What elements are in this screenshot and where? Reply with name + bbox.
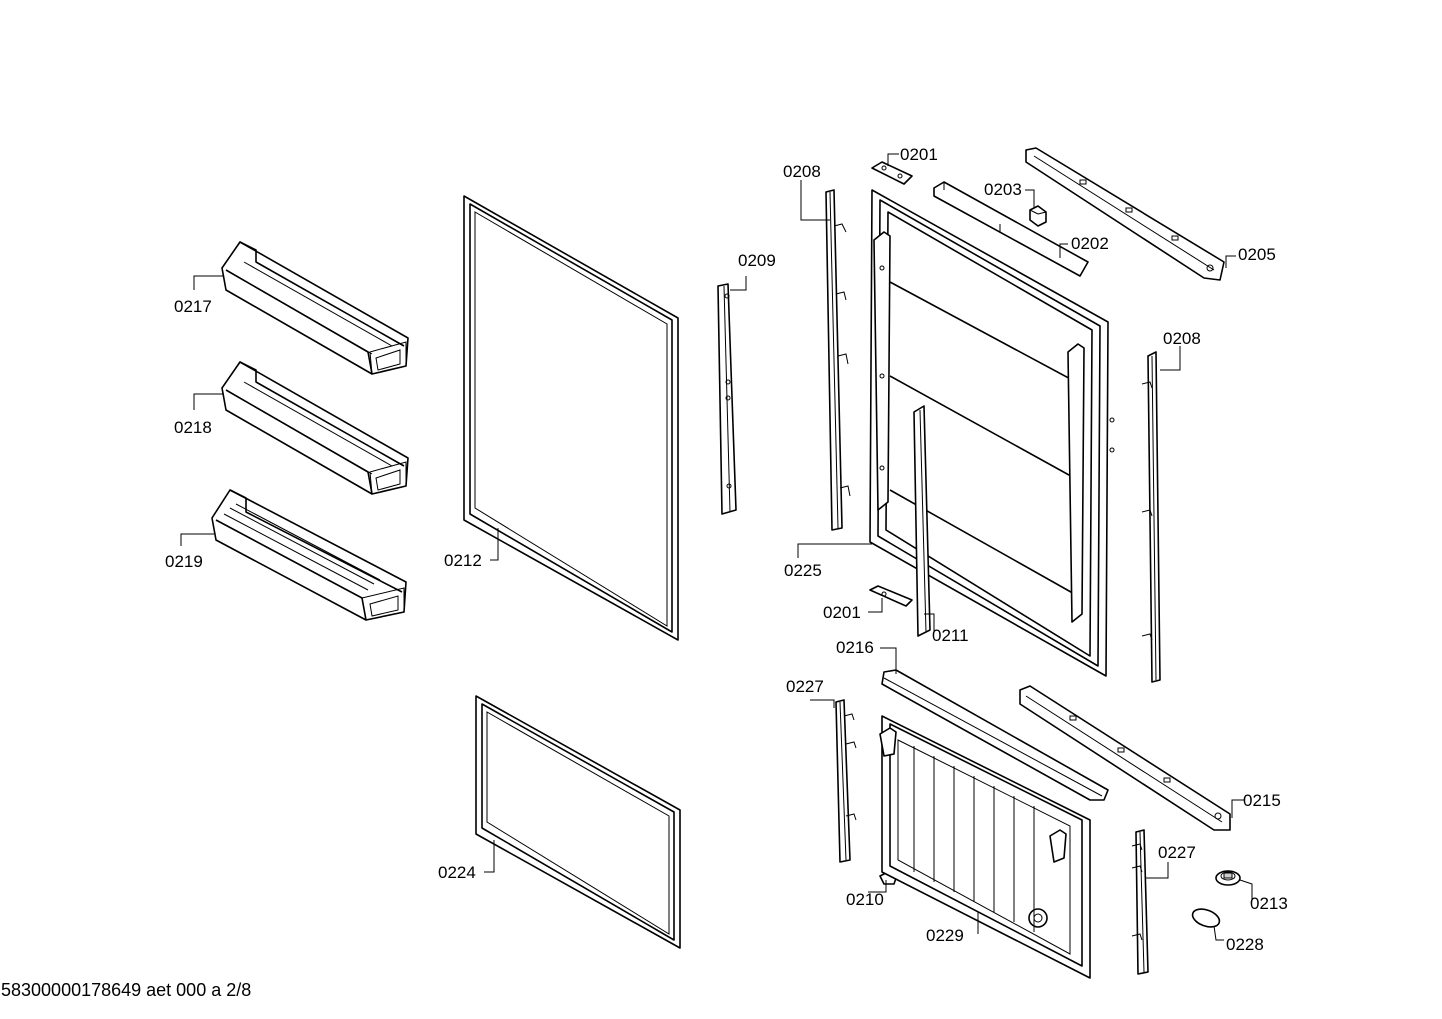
mullion-strip-0209 <box>717 283 737 515</box>
door-gasket-0224 <box>475 695 681 949</box>
label-0203: 0203 <box>984 180 1022 199</box>
label-0219: 0219 <box>165 552 203 571</box>
label-0209: 0209 <box>738 251 776 270</box>
label-0201-top: 0201 <box>900 145 938 164</box>
label-0212: 0212 <box>444 551 482 570</box>
cap-0203 <box>1029 205 1047 227</box>
part-labels: 0217 0218 0219 0212 0224 0209 0208 0201 … <box>165 145 1288 954</box>
label-0210: 0210 <box>846 890 884 909</box>
label-0218: 0218 <box>174 418 212 437</box>
label-0228: 0228 <box>1226 935 1264 954</box>
hinge-rail-0227-left <box>835 699 857 863</box>
hinge-part-0201-bottom <box>869 585 913 607</box>
label-0227-left: 0227 <box>786 677 824 696</box>
label-0227-right: 0227 <box>1158 843 1196 862</box>
label-0208-right: 0208 <box>1163 329 1201 348</box>
sliding-bracket-0215 <box>1019 685 1231 831</box>
door-gasket-0212 <box>463 195 679 641</box>
fridge-door-0225 <box>869 189 1115 677</box>
hinge-part-0201-top <box>871 161 913 185</box>
sliding-bracket-0205 <box>1025 147 1225 281</box>
label-0208-left: 0208 <box>783 162 821 181</box>
vertical-divider-0211 <box>913 405 931 637</box>
label-0217: 0217 <box>174 297 212 316</box>
door-shelf-0217 <box>221 241 409 375</box>
hinge-rail-0227-right <box>1131 829 1149 975</box>
label-0201-bottom: 0201 <box>823 603 861 622</box>
label-0211: 0211 <box>932 626 969 645</box>
knob-0213 <box>1215 870 1241 886</box>
hinge-rail-0208-right <box>1141 351 1161 683</box>
label-0213: 0213 <box>1250 894 1288 913</box>
label-0202: 0202 <box>1071 234 1109 253</box>
door-shelf-0218 <box>221 361 409 495</box>
label-0225: 0225 <box>784 561 822 580</box>
leader-lines <box>180 153 1253 941</box>
document-id: 58300000178649 aet 000 a 2/8 <box>1 980 252 1000</box>
freezer-door-0229 <box>879 715 1091 979</box>
label-0215: 0215 <box>1243 791 1281 810</box>
door-shelf-0219 <box>211 489 407 621</box>
label-0205: 0205 <box>1238 245 1276 264</box>
label-0216: 0216 <box>836 638 874 657</box>
cap-0228 <box>1191 908 1221 928</box>
top-profile-0202 <box>933 181 1089 277</box>
hinge-rail-0208-left <box>825 189 851 531</box>
label-0229: 0229 <box>926 926 964 945</box>
label-0224: 0224 <box>438 863 476 882</box>
